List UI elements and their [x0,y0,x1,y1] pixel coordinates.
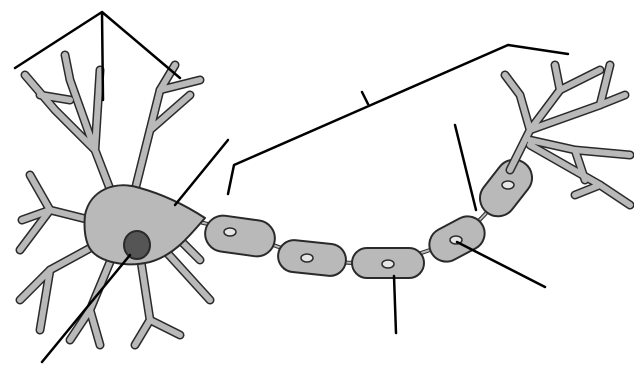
myelin-segment [352,248,424,278]
myelin-segment [277,239,348,278]
leader-line-cell-body [175,140,228,205]
leader-line-schwann-nucleus [457,242,545,287]
leader-line-myelin [394,276,396,333]
myelin-segment [473,152,540,223]
leader-line-node-of-ranvier [455,125,476,210]
nucleus [124,231,150,259]
cell-body [20,55,210,345]
myelin-segment [203,213,277,258]
